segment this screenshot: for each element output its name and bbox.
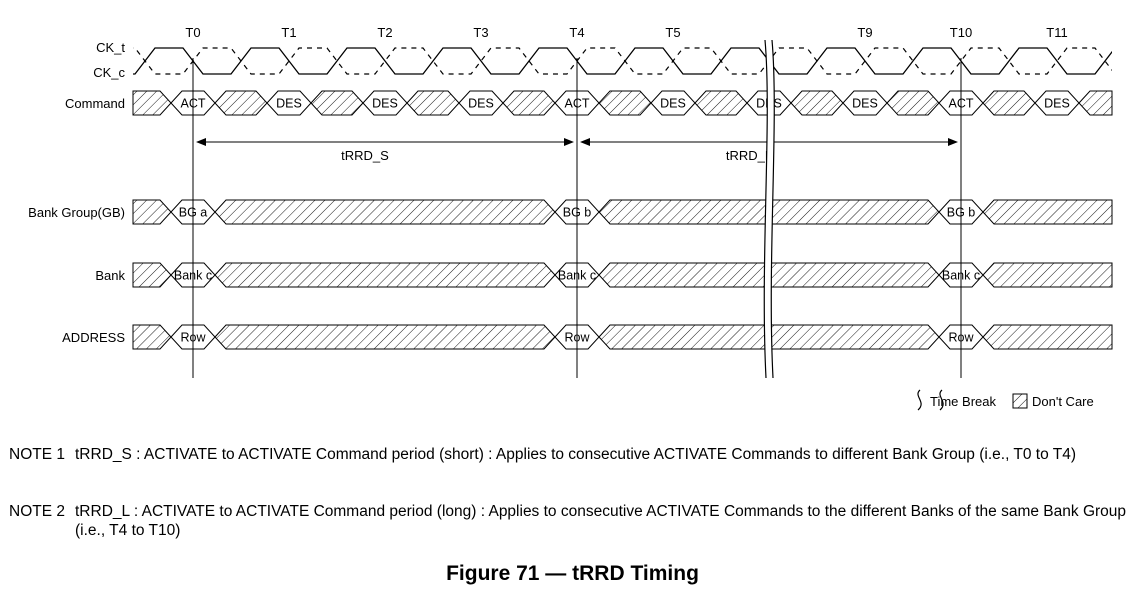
note-1-text: tRRD_S : ACTIVATE to ACTIVATE Command pe… <box>75 446 1077 463</box>
note-1-number: NOTE 1 <box>9 446 65 463</box>
value-label: DES <box>660 97 686 111</box>
dont-care-segment <box>406 90 460 116</box>
value-label: DES <box>372 97 398 111</box>
signal-rows: ACTDESDESDESACTDESDESDESACTDESBG aBG bBG… <box>132 90 1113 350</box>
tick-label: T3 <box>473 25 488 40</box>
value-label: DES <box>468 97 494 111</box>
legend: Time Break Don't Care <box>917 389 1094 411</box>
note-2-number: NOTE 2 <box>9 503 65 520</box>
tick-label: T1 <box>281 25 296 40</box>
dont-care-segment <box>790 90 844 116</box>
value-label: DES <box>1044 97 1070 111</box>
value-label: DES <box>276 97 302 111</box>
dont-care-segment <box>502 90 556 116</box>
dont-care-segment <box>132 90 172 116</box>
clock-waveform <box>133 47 1112 75</box>
dont-care-segment <box>132 199 172 225</box>
time-break-icon <box>917 389 922 411</box>
guide-lines <box>192 58 962 378</box>
tick-label: T11 <box>1046 25 1067 40</box>
dont-care-segment <box>694 90 748 116</box>
dont-care-segment <box>598 90 652 116</box>
tick-labels: T0 T1 T2 T3 T4 T5 T9 T10 T11 <box>185 25 1067 40</box>
dont-care-segment <box>982 262 1113 288</box>
tick-label: T4 <box>569 25 584 40</box>
dont-care-segment <box>132 262 172 288</box>
value-window <box>1034 90 1080 116</box>
value-window <box>458 90 504 116</box>
dont-care-segment <box>214 199 556 225</box>
dont-care-segment <box>1078 90 1113 116</box>
value-window <box>266 90 312 116</box>
time-break-icon <box>939 389 944 411</box>
signal-label: ADDRESS <box>62 330 125 345</box>
value-label: DES <box>852 97 878 111</box>
value-window <box>650 90 696 116</box>
note-2-text: tRRD_L : ACTIVATE to ACTIVATE Command pe… <box>75 503 1127 539</box>
signal-label: Bank <box>95 268 125 283</box>
ck-c-label: CK_c <box>93 65 125 80</box>
ck-t-label: CK_t <box>96 40 125 55</box>
dont-care-segment <box>214 324 556 350</box>
tick-label: T10 <box>950 25 972 40</box>
value-window <box>362 90 408 116</box>
interval-label: tRRD_L <box>726 148 772 163</box>
interval-label: tRRD_S <box>341 148 389 163</box>
legend-dont-care: Don't Care <box>1032 394 1094 409</box>
dont-care-segment <box>886 90 940 116</box>
dont-care-segment <box>132 324 172 350</box>
dont-care-segment <box>982 199 1113 225</box>
figure-caption: Figure 71 — tRRD Timing <box>446 562 699 585</box>
note-1: NOTE 1 tRRD_S : ACTIVATE to ACTIVATE Com… <box>9 445 1134 464</box>
tick-label: T0 <box>185 25 200 40</box>
timing-intervals: tRRD_S tRRD_L <box>196 138 958 163</box>
tick-label: T9 <box>857 25 872 40</box>
tick-label: T5 <box>665 25 680 40</box>
dont-care-segment <box>982 90 1036 116</box>
time-break-marker <box>763 39 775 379</box>
value-window <box>842 90 888 116</box>
signal-row: ACTDESDESDESACTDESDESDESACTDES <box>132 90 1113 116</box>
dont-care-segment <box>982 324 1113 350</box>
ck-t-waveform <box>133 47 1112 75</box>
dont-care-segment <box>214 90 268 116</box>
note-2: NOTE 2 tRRD_L : ACTIVATE to ACTIVATE Com… <box>9 502 1134 540</box>
dont-care-swatch <box>1012 393 1028 409</box>
ck-c-waveform <box>133 47 1112 75</box>
dont-care-segment <box>310 90 364 116</box>
interval-arrow: tRRD_S <box>196 138 574 163</box>
signal-label: Command <box>65 96 125 111</box>
dont-care-segment <box>214 262 556 288</box>
signal-label: Bank Group(GB) <box>28 205 125 220</box>
tick-label: T2 <box>377 25 392 40</box>
legend-time-break: Time Break <box>930 394 996 409</box>
